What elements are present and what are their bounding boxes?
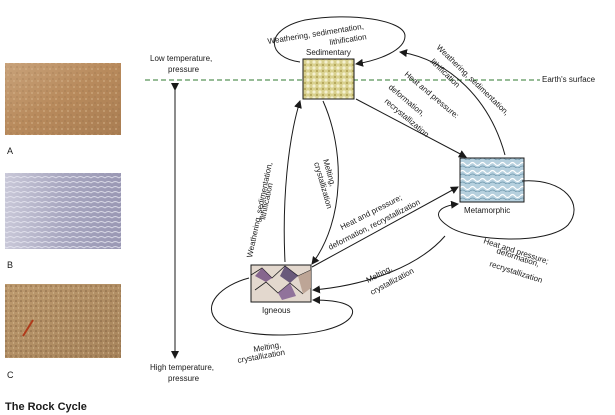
high-temp-label-line1: High temperature, xyxy=(150,363,214,372)
diagram-caption: The Rock Cycle xyxy=(5,401,87,413)
igneous-label: Igneous xyxy=(262,306,290,315)
igneous-to-sedimentary-arrow xyxy=(283,100,302,263)
igneous-rock-box xyxy=(250,264,312,303)
metamorphic-to-sedimentary-arrow xyxy=(399,49,506,156)
photo-a-label: A xyxy=(7,146,13,156)
igneous-loop-arrow xyxy=(211,277,353,336)
low-temp-label-line1: Low temperature, xyxy=(150,54,212,63)
earths-surface-label: Earth's surface xyxy=(542,75,596,84)
photo-c xyxy=(5,284,121,358)
sedimentary-to-igneous-arrow xyxy=(311,100,339,265)
photo-b xyxy=(5,173,121,249)
photo-c-label: C xyxy=(7,370,14,380)
photo-a xyxy=(5,63,121,135)
metamorphic-loop-arrow xyxy=(438,180,575,240)
metamorphic-rock-box xyxy=(459,157,525,203)
photo-b-label: B xyxy=(7,260,13,270)
igneous-to-metamorphic-arrow xyxy=(311,186,459,268)
high-temp-label-line2: pressure xyxy=(168,374,200,383)
metamorphic-to-igneous-arrow xyxy=(312,235,446,294)
sedimentary-label: Sedimentary xyxy=(306,48,351,57)
metamorphic-label: Metamorphic xyxy=(464,206,510,215)
sedimentary-to-metamorphic-arrow xyxy=(355,98,467,158)
sedimentary-rock-box xyxy=(302,58,355,100)
low-temp-label-line2: pressure xyxy=(168,65,200,74)
sedimentary-loop-arrow xyxy=(274,16,406,67)
